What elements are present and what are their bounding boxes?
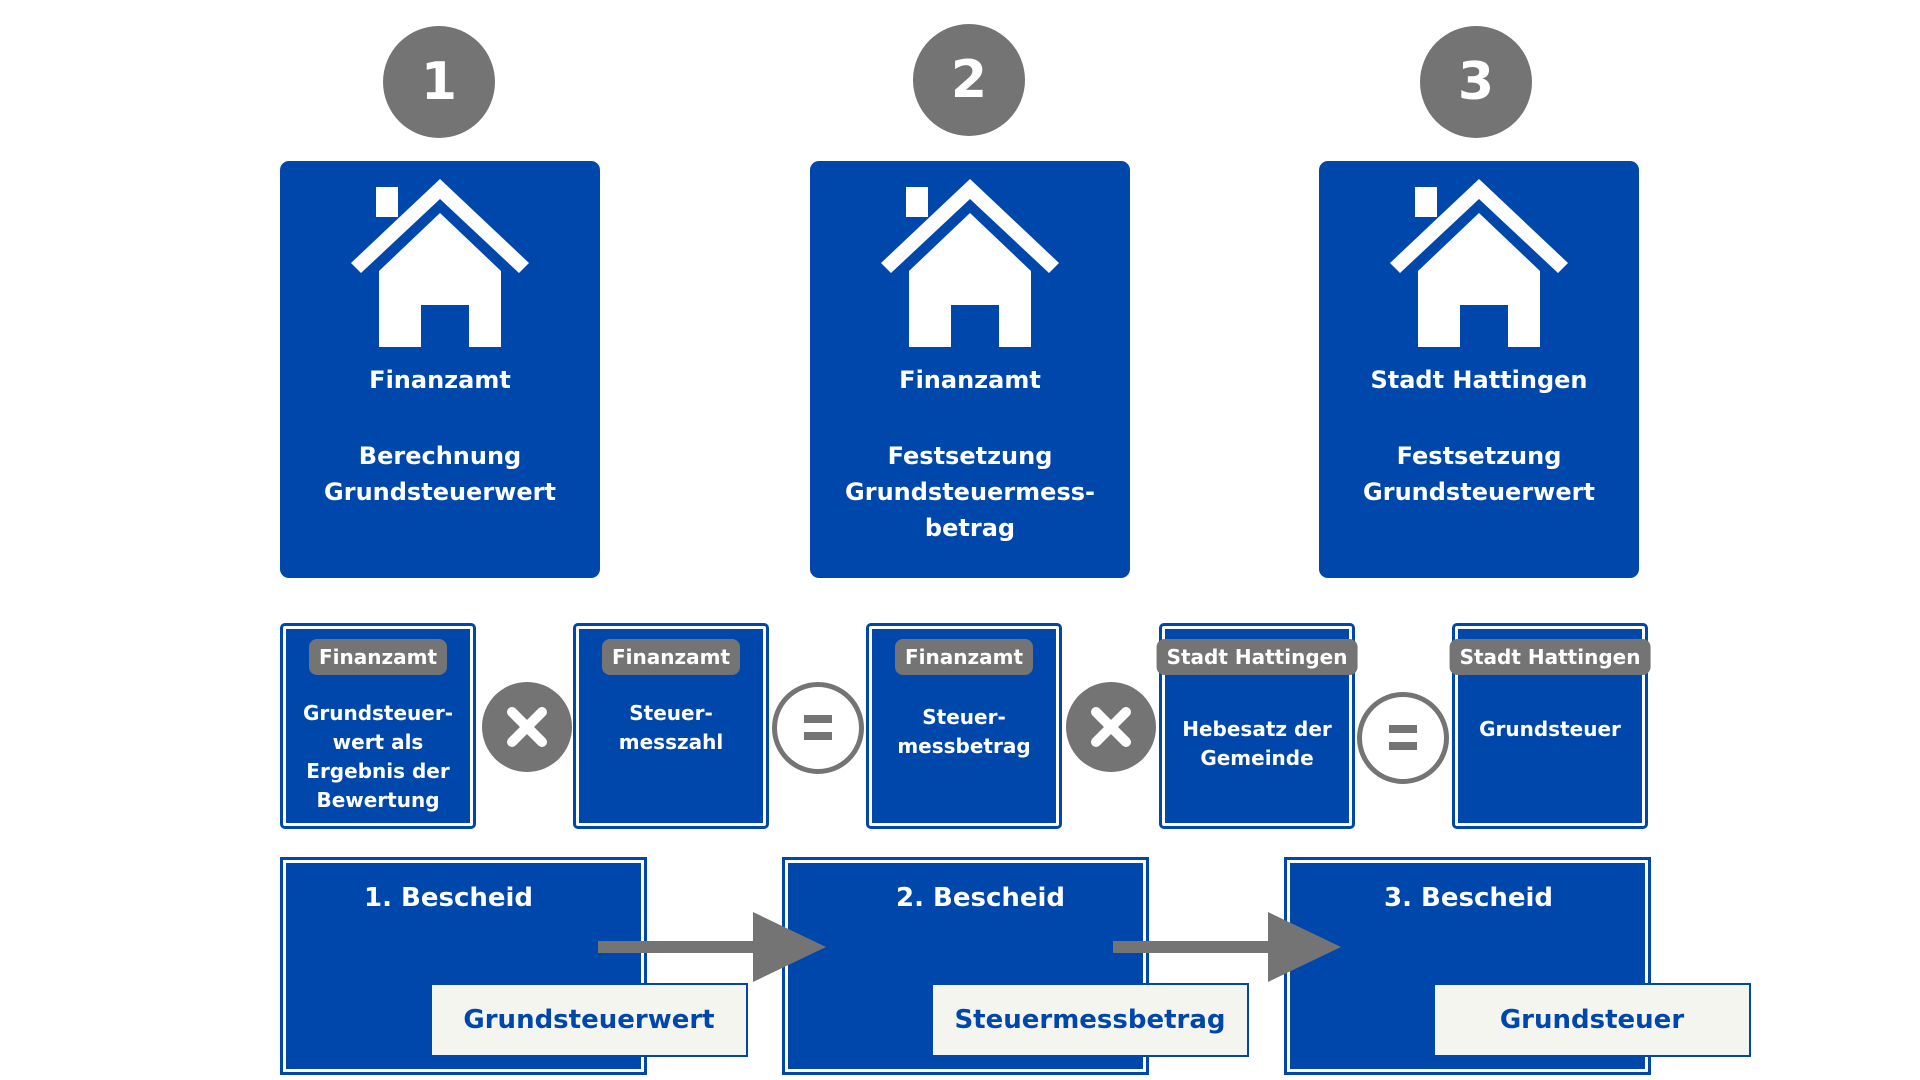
house-icon xyxy=(351,179,529,347)
bescheid-title: 1. Bescheid xyxy=(364,883,534,913)
stage-description: Festsetzung Grundsteuermess- betrag xyxy=(845,442,1095,542)
multiply-icon xyxy=(482,682,572,772)
authority-chip: Finanzamt xyxy=(308,639,448,675)
stage-description: Festsetzung Grundsteuerwert xyxy=(1363,442,1595,506)
stage-authority: Finanzamt xyxy=(369,366,511,394)
result-steuermessbetrag: Steuermessbetrag xyxy=(931,983,1249,1057)
result-grundsteuer: Grundsteuer xyxy=(1433,983,1751,1057)
formula-term: Steuer- messzahl xyxy=(618,701,724,754)
equals-icon xyxy=(772,682,864,774)
stage-description: Berechnung Grundsteuerwert xyxy=(324,442,556,506)
arrow-right-icon xyxy=(1113,912,1341,982)
bescheid-title: 3. Bescheid xyxy=(1384,883,1554,913)
formula-box-grundsteuerwert: Finanzamt Grundsteuer- wert als Ergebnis… xyxy=(280,623,476,829)
step-number-1: 1 xyxy=(383,26,495,138)
stage-card-3: Stadt Hattingen Festsetzung Grundsteuerw… xyxy=(1319,161,1639,578)
formula-box-hebesatz: Stadt Hattingen Hebesatz der Gemeinde xyxy=(1156,623,1358,829)
authority-chip: Finanzamt xyxy=(894,639,1034,675)
formula-term: Grundsteuer- wert als Ergebnis der Bewer… xyxy=(302,701,454,812)
step-number-2: 2 xyxy=(913,24,1025,136)
equals-icon xyxy=(1357,692,1449,784)
stage-card-1: Finanzamt Berechnung Grundsteuerwert xyxy=(280,161,600,578)
formula-box-grundsteuer: Stadt Hattingen Grundsteuer xyxy=(1449,623,1651,829)
step-number-3: 3 xyxy=(1420,26,1532,138)
house-icon xyxy=(881,179,1059,347)
formula-box-steuermesszahl: Finanzamt Steuer- messzahl xyxy=(573,623,769,829)
bescheid-title: 2. Bescheid xyxy=(896,883,1066,913)
formula-term: Hebesatz der Gemeinde xyxy=(1182,717,1332,770)
house-icon xyxy=(1390,179,1568,347)
multiply-icon xyxy=(1066,682,1156,772)
authority-chip: Stadt Hattingen xyxy=(1156,639,1358,675)
stage-authority: Finanzamt xyxy=(899,366,1041,394)
authority-chip: Stadt Hattingen xyxy=(1449,639,1651,675)
stage-authority: Stadt Hattingen xyxy=(1370,366,1588,394)
stage-card-2: Finanzamt Festsetzung Grundsteuermess- b… xyxy=(810,161,1130,578)
authority-chip: Finanzamt xyxy=(601,639,741,675)
arrow-right-icon xyxy=(598,912,826,982)
formula-term: Grundsteuer xyxy=(1479,717,1621,741)
formula-term: Steuer- messbetrag xyxy=(897,705,1031,758)
result-grundsteuerwert: Grundsteuerwert xyxy=(430,983,748,1057)
formula-box-steuermessbetrag: Finanzamt Steuer- messbetrag xyxy=(866,623,1062,829)
